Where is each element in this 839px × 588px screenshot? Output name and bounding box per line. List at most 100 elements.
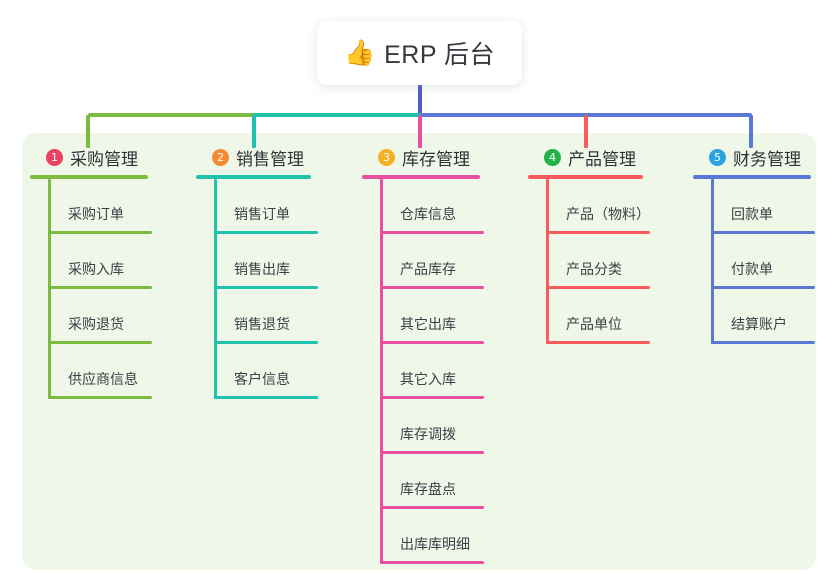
column-header-rule xyxy=(362,175,480,179)
column-spine xyxy=(380,179,383,564)
column-title: 销售管理 xyxy=(236,149,304,169)
column-header-2[interactable]: 2 销售管理 xyxy=(196,144,361,170)
column-title: 库存管理 xyxy=(402,149,470,169)
column-title: 产品管理 xyxy=(568,149,636,169)
list-item-rule xyxy=(380,506,484,509)
list-item[interactable]: 采购订单 xyxy=(48,179,195,234)
column-items: 产品（物料） 产品分类产品单位 xyxy=(546,179,693,344)
list-item-rule xyxy=(214,231,318,234)
list-item-rule xyxy=(48,341,152,344)
list-item[interactable]: 客户信息 xyxy=(214,344,361,399)
column-产品管理: 4 产品管理产品（物料） 产品分类产品单位 xyxy=(528,144,693,344)
bus-green xyxy=(88,113,255,117)
list-item-label: 库存调拨 xyxy=(400,426,456,442)
list-item[interactable]: 产品分类 xyxy=(546,234,693,289)
list-item-label: 销售订单 xyxy=(234,206,290,222)
list-item-label: 产品分类 xyxy=(566,261,622,277)
trunk-connector xyxy=(418,85,422,117)
list-item[interactable]: 供应商信息 xyxy=(48,344,195,399)
thumbs-up-icon: 👍 xyxy=(343,38,376,67)
root-node-erp-backend[interactable]: 👍 ERP 后台 xyxy=(317,21,522,85)
list-item-label: 供应商信息 xyxy=(68,371,138,387)
list-item-rule xyxy=(546,231,650,234)
list-item-label: 销售退货 xyxy=(234,316,290,332)
column-header-rule xyxy=(693,175,811,179)
list-item-rule xyxy=(546,341,650,344)
list-item-rule xyxy=(214,396,318,399)
list-item-label: 付款单 xyxy=(731,261,773,277)
column-spine xyxy=(546,179,549,344)
list-item-rule xyxy=(546,286,650,289)
list-item-label: 产品（物料） xyxy=(566,206,650,222)
list-item-rule xyxy=(711,341,815,344)
list-item-label: 采购订单 xyxy=(68,206,124,222)
list-item[interactable]: 销售退货 xyxy=(214,289,361,344)
column-index-badge: 2 xyxy=(212,148,229,166)
column-header-4[interactable]: 4 产品管理 xyxy=(528,144,693,170)
list-item-label: 库存盘点 xyxy=(400,481,456,497)
drop-product xyxy=(584,115,588,148)
list-item[interactable]: 仓库信息 xyxy=(380,179,527,234)
list-item-rule xyxy=(380,451,484,454)
list-item-label: 产品单位 xyxy=(566,316,622,332)
list-item[interactable]: 销售订单 xyxy=(214,179,361,234)
root-node-title: ERP 后台 xyxy=(384,41,496,69)
list-item-rule xyxy=(380,341,484,344)
list-item-label: 采购退货 xyxy=(68,316,124,332)
list-item[interactable]: 结算账户 xyxy=(711,289,839,344)
column-spine xyxy=(711,179,714,344)
list-item[interactable]: 其它出库 xyxy=(380,289,527,344)
list-item[interactable]: 其它入库 xyxy=(380,344,527,399)
column-销售管理: 2 销售管理销售订单销售出库销售退货客户信息 xyxy=(196,144,361,399)
column-采购管理: 1 采购管理采购订单采购入库采购退货供应商信息 xyxy=(30,144,195,399)
column-spine xyxy=(214,179,217,399)
list-item-rule xyxy=(380,231,484,234)
list-item-label: 客户信息 xyxy=(234,371,290,387)
column-items: 采购订单采购入库采购退货供应商信息 xyxy=(48,179,195,399)
list-item-rule xyxy=(48,231,152,234)
column-index-badge: 1 xyxy=(46,148,63,166)
list-item[interactable]: 库存调拨 xyxy=(380,399,527,454)
list-item[interactable]: 销售出库 xyxy=(214,234,361,289)
bus-teal xyxy=(253,113,422,117)
column-header-5[interactable]: 5 财务管理 xyxy=(693,144,839,170)
column-index-badge: 5 xyxy=(709,148,726,166)
list-item[interactable]: 产品单位 xyxy=(546,289,693,344)
list-item-label: 结算账户 xyxy=(731,316,787,332)
list-item[interactable]: 库存盘点 xyxy=(380,454,527,509)
list-item[interactable]: 采购入库 xyxy=(48,234,195,289)
column-header-rule xyxy=(30,175,148,179)
list-item[interactable]: 付款单 xyxy=(711,234,839,289)
column-title: 财务管理 xyxy=(733,149,801,169)
list-item-rule xyxy=(48,286,152,289)
list-item[interactable]: 采购退货 xyxy=(48,289,195,344)
list-item-rule xyxy=(711,286,815,289)
column-title: 采购管理 xyxy=(70,149,138,169)
list-item-rule xyxy=(214,286,318,289)
column-items: 回款单付款单结算账户 xyxy=(711,179,839,344)
diagram-background-panel xyxy=(22,133,816,570)
column-header-3[interactable]: 3 库存管理 xyxy=(362,144,527,170)
column-财务管理: 5 财务管理回款单付款单结算账户 xyxy=(693,144,839,344)
list-item-rule xyxy=(380,561,484,564)
column-items: 仓库信息产品库存其它出库其它入库库存调拨库存盘点出库库明细 xyxy=(380,179,527,564)
column-header-1[interactable]: 1 采购管理 xyxy=(30,144,195,170)
list-item[interactable]: 出库库明细 xyxy=(380,509,527,564)
column-header-rule xyxy=(196,175,311,179)
list-item[interactable]: 产品库存 xyxy=(380,234,527,289)
column-spine xyxy=(48,179,51,399)
drop-inventory xyxy=(418,115,422,148)
column-items: 销售订单销售出库销售退货客户信息 xyxy=(214,179,361,399)
list-item[interactable]: 产品（物料） xyxy=(546,179,693,234)
column-index-badge: 4 xyxy=(544,148,561,166)
column-index-badge: 3 xyxy=(378,148,395,166)
list-item-label: 其它出库 xyxy=(400,316,456,332)
drop-sales xyxy=(252,115,256,148)
list-item[interactable]: 回款单 xyxy=(711,179,839,234)
drop-finance xyxy=(749,115,753,148)
list-item-label: 其它入库 xyxy=(400,371,456,387)
list-item-label: 销售出库 xyxy=(234,261,290,277)
list-item-rule xyxy=(48,396,152,399)
list-item-rule xyxy=(214,341,318,344)
